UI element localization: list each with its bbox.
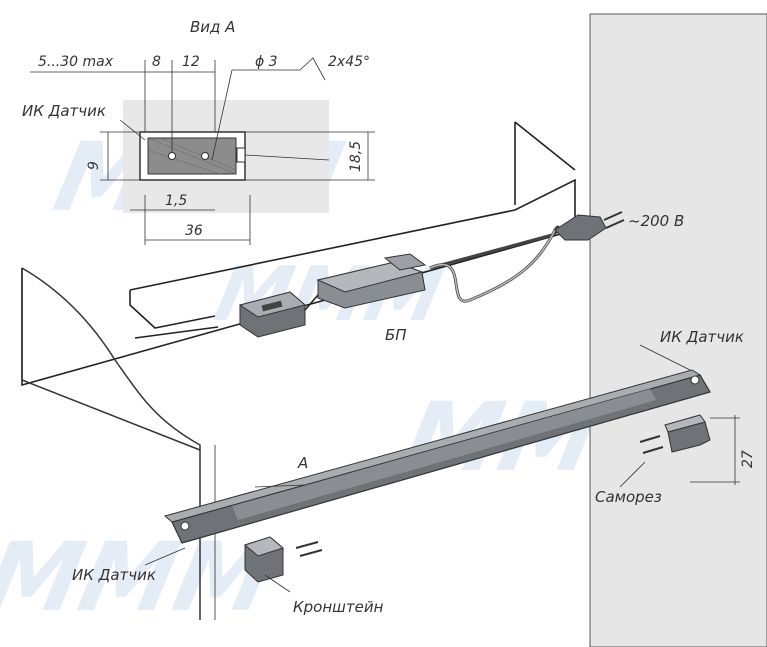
dim-12-label: 12	[182, 54, 200, 70]
mounting-brackets	[243, 414, 711, 583]
dim-36-label: 36	[185, 223, 203, 239]
screws	[295, 435, 664, 557]
dim-8-label: 8	[152, 54, 161, 70]
power-cable	[429, 225, 560, 303]
svg-text:MMM: MMM	[0, 522, 283, 633]
bracket-dimensions	[119, 119, 740, 593]
section-dimensions	[30, 57, 375, 245]
dim-range-label: 5...30 max	[38, 54, 114, 70]
dim-27-label: 27	[740, 450, 756, 468]
power-plug	[554, 211, 625, 241]
dim-9-label: 9	[86, 161, 102, 170]
wall-panel	[589, 13, 767, 647]
ir-sensor-right-label: ИК Датчик	[660, 328, 744, 346]
profile-cross-section	[139, 131, 330, 181]
voltage-label: ~200 В	[628, 212, 684, 230]
arrow-a-label: A	[297, 454, 308, 472]
psu-label: БП	[385, 326, 407, 344]
screw-label: Саморез	[595, 488, 662, 506]
dim-hole-label: ϕ 3	[255, 54, 278, 70]
dim-chamfer-label: 2x45°	[328, 54, 370, 70]
dim-18-5-label: 18,5	[348, 141, 364, 172]
ir-sensor-bottom-label: ИК Датчик	[72, 566, 156, 584]
power-supply-unit	[316, 253, 427, 309]
ir-sensor-top-label: ИК Датчик	[22, 102, 106, 120]
led-profile	[163, 369, 711, 544]
bracket-label: Кронштейн	[293, 598, 384, 616]
dim-1-5-label: 1,5	[165, 193, 187, 209]
view-a-label: Вид А	[190, 18, 235, 36]
sensor-connector-box	[238, 291, 307, 338]
